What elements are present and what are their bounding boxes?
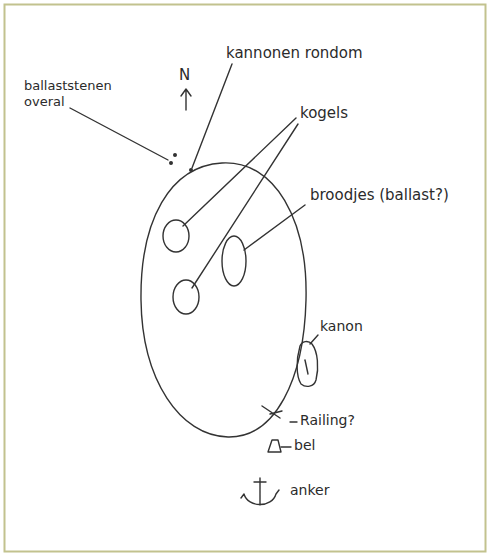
leader-line xyxy=(290,421,297,422)
part-label: anker xyxy=(290,482,329,499)
part-label: kannonen rondom xyxy=(226,44,363,62)
leader-line xyxy=(192,64,232,168)
cannonball-circle xyxy=(173,280,199,314)
cannon-symbol xyxy=(305,360,308,374)
part-label: broodjes (ballast?) xyxy=(310,186,449,204)
ballast-ellipse xyxy=(222,236,246,286)
leader-line xyxy=(183,118,296,226)
cannon-symbol xyxy=(297,342,318,387)
part-label: Railing? xyxy=(300,412,355,429)
north-label: N xyxy=(179,66,190,84)
leader-line xyxy=(70,108,168,160)
area-note: ballaststenen overal xyxy=(24,78,136,109)
ballast-dot xyxy=(174,154,177,157)
north-arrow xyxy=(181,89,191,110)
part-label: kanon xyxy=(320,318,363,335)
railing-mark xyxy=(262,406,282,418)
anchor-symbol xyxy=(241,478,279,505)
leader-line xyxy=(192,124,298,288)
part-label: bel xyxy=(294,437,315,454)
page-frame xyxy=(5,5,486,552)
cannon-dot xyxy=(190,169,193,172)
wreck-outline xyxy=(141,163,306,437)
leader-line xyxy=(281,446,291,447)
leader-line xyxy=(244,205,305,250)
ballast-dot xyxy=(170,162,173,165)
part-label: kogels xyxy=(300,104,348,122)
bell-symbol xyxy=(268,440,281,452)
